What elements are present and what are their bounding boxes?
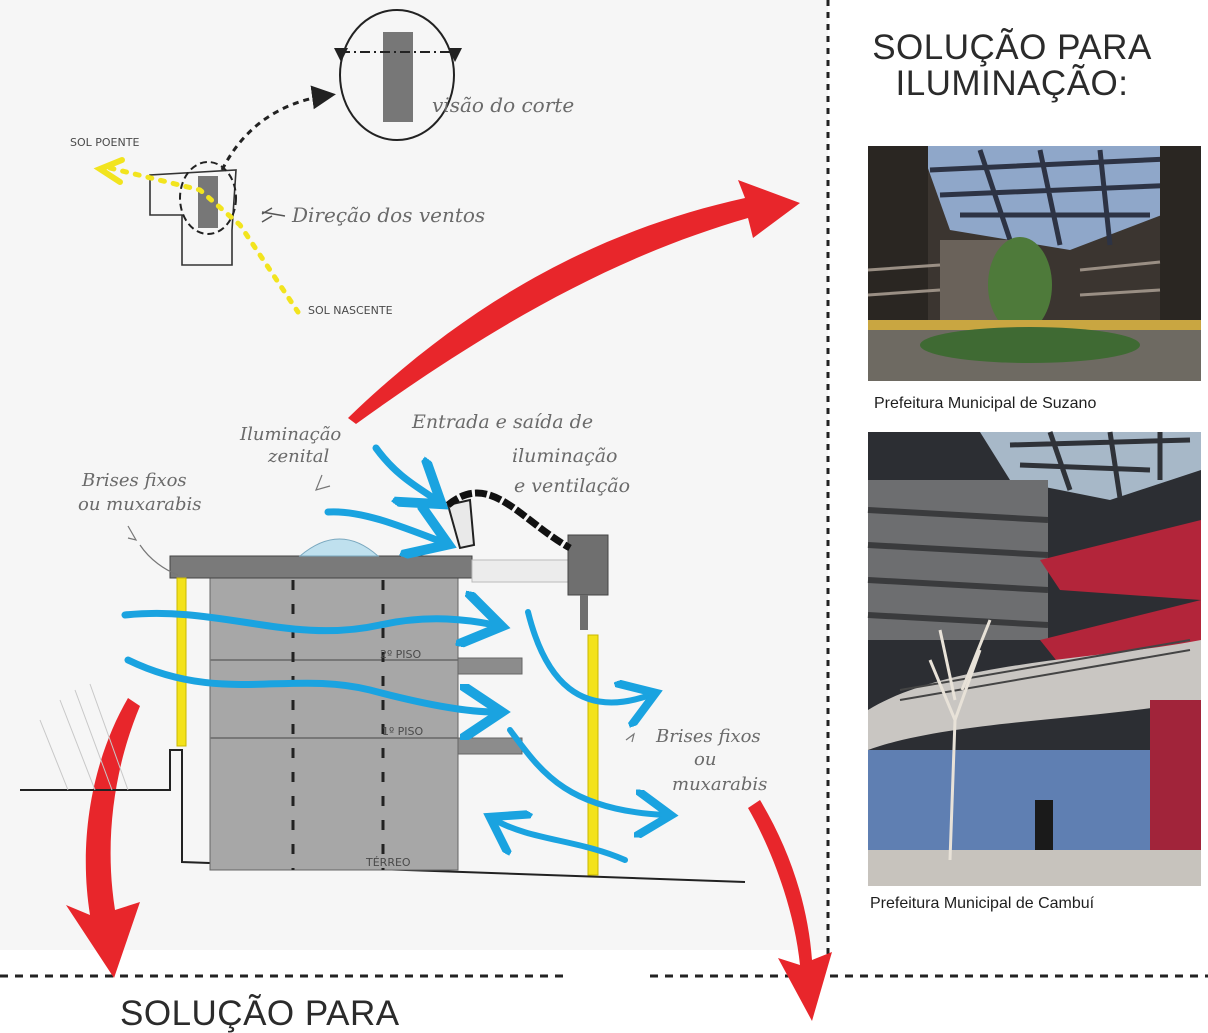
section-marker-right <box>448 48 462 62</box>
wind-direction-icon <box>261 207 286 223</box>
brises-right-label-2: ou <box>694 749 716 770</box>
brises-left-label-1: Brises fixos <box>81 470 187 491</box>
sol-poente-label: SOL POENTE <box>70 136 139 149</box>
iluminacao-zenital-label-2: zenital <box>267 446 329 467</box>
caption-suzano: Prefeitura Municipal de Suzano <box>874 395 1096 412</box>
right-tower <box>567 534 609 596</box>
zenital-skylight <box>298 538 380 557</box>
photo-suzano <box>867 146 1201 381</box>
heading-bottom: SOLUÇÃO PARA <box>120 994 400 1033</box>
brises-right-label-1: Brises fixos <box>655 726 761 747</box>
piso-2-label: 2º PISO <box>380 648 422 661</box>
entrada-saida-label-3: e ventilação <box>514 475 630 497</box>
section-view-building <box>383 32 413 122</box>
caption-cambui: Prefeitura Municipal de Cambuí <box>870 895 1095 912</box>
label-pointers <box>127 474 635 743</box>
visao-do-corte-label: visão do corte <box>432 93 574 117</box>
balcony-1 <box>457 737 523 755</box>
site-plan-outline <box>149 169 237 266</box>
left-brise <box>176 577 187 747</box>
entrada-saida-label-2: iluminação <box>512 445 617 467</box>
roof-slab <box>169 555 473 579</box>
piso-1-label: 1º PISO <box>382 725 424 738</box>
balcony-2 <box>457 657 523 675</box>
photo-cambui <box>867 431 1201 886</box>
entrada-saida-label-1: Entrada e saída de <box>411 411 593 433</box>
ventilation-duct <box>445 489 572 552</box>
view-arrow <box>220 85 336 171</box>
section-marker-left <box>334 48 348 62</box>
red-arrow-to-photos <box>348 180 800 424</box>
hatch-lines <box>39 683 129 791</box>
right-brise <box>587 634 599 876</box>
red-arrow-bottom-right <box>748 800 832 1021</box>
airflow-arrows <box>121 444 665 863</box>
right-pillar <box>580 595 588 630</box>
sun-path <box>107 165 301 315</box>
heading-top: SOLUÇÃO PARA ILUMINAÇÃO: <box>872 28 1152 103</box>
roof-extension <box>471 559 573 583</box>
iluminacao-zenital-label-1: Iluminação <box>239 424 341 445</box>
red-arrow-bottom-left <box>66 698 140 978</box>
site-plan-building <box>198 176 218 228</box>
sun-path-arrowhead <box>93 157 125 185</box>
sol-nascente-label: SOL NASCENTE <box>308 304 393 317</box>
terreo-label: TÉRREO <box>365 856 411 869</box>
brises-left-label-2: ou muxarabis <box>78 494 202 515</box>
section-view-circle <box>339 9 455 141</box>
direcao-dos-ventos-label: Direção dos ventos <box>291 203 485 227</box>
site-plan-focus <box>179 161 237 235</box>
brises-right-label-3: muxarabis <box>672 774 767 795</box>
